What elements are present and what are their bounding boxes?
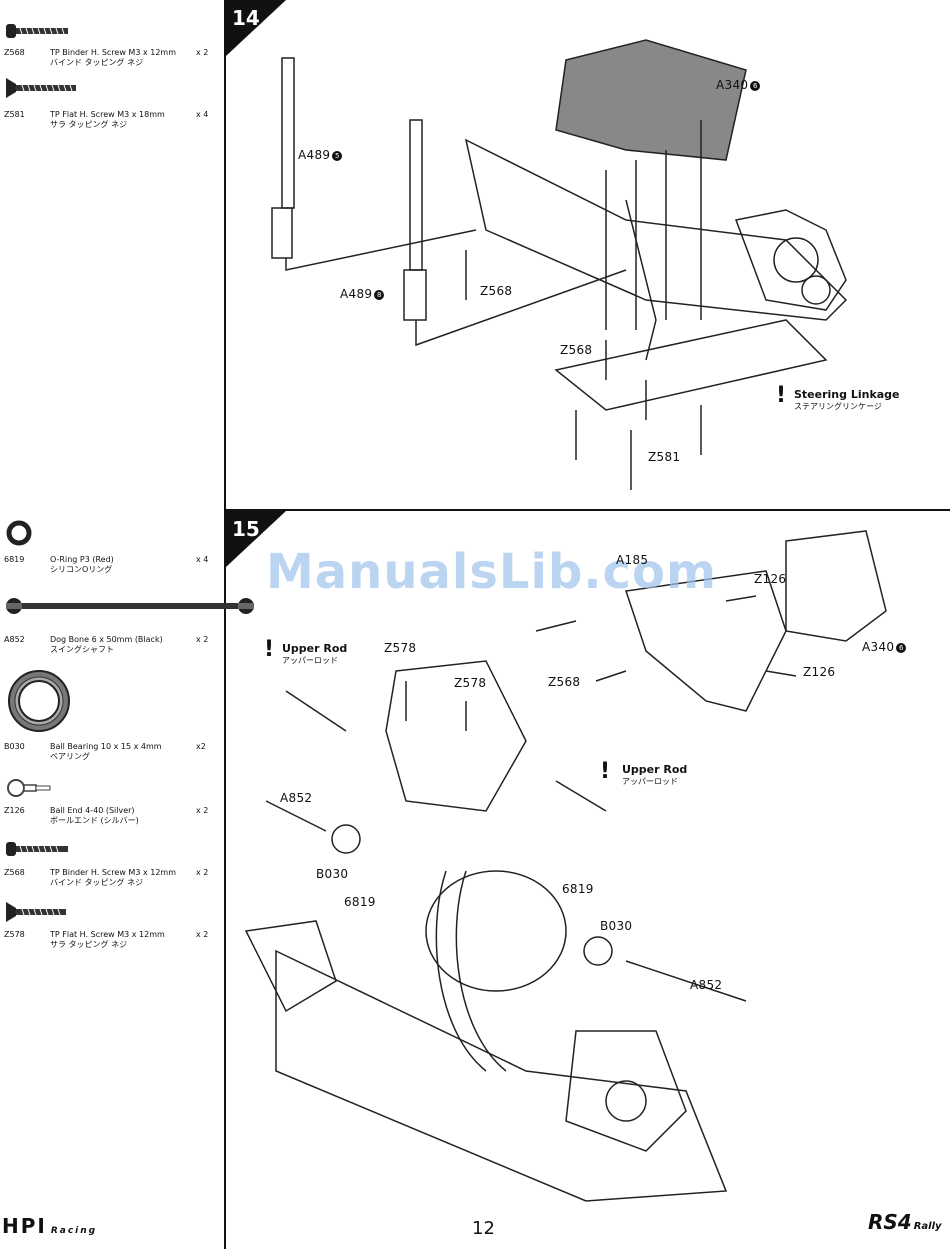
ball-bearing-icon	[8, 670, 70, 732]
part-code: Z568	[4, 868, 25, 877]
step15-assembly-diagram	[244, 530, 887, 1202]
step-divider-horizontal	[226, 509, 950, 511]
part-qty: x 2	[196, 635, 209, 644]
step-15-badge: 15	[226, 511, 286, 567]
part-qty: x 4	[196, 110, 209, 119]
label-6819-left: 6819	[344, 895, 376, 909]
label-z126-right: Z126	[803, 665, 836, 679]
part-code: Z568	[4, 48, 25, 57]
o-ring-icon	[6, 520, 32, 546]
step-15-number: 15	[232, 517, 260, 541]
screw-binder-icon	[6, 842, 68, 856]
label-z126-top: Z126	[754, 572, 787, 586]
part-qty: x 4	[196, 555, 209, 564]
step-14-number: 14	[232, 6, 260, 30]
screw-flat-icon	[6, 78, 76, 98]
part-name: Dog Bone 6 x 50mm (Black)スイングシャフト	[50, 635, 163, 654]
part-code: Z126	[4, 806, 25, 815]
part-qty: x 2	[196, 868, 209, 877]
page-number: 12	[472, 1218, 495, 1239]
part-name: O-Ring P3 (Red)シリコンOリング	[50, 555, 114, 574]
ball-end-icon	[7, 779, 51, 797]
label-a185: A185	[616, 553, 649, 567]
label-6819-right: 6819	[562, 882, 594, 896]
label-z578-b: Z578	[454, 676, 487, 690]
screw-binder-icon	[6, 24, 68, 38]
label-z581: Z581	[648, 450, 681, 464]
page-divider-vertical	[224, 0, 226, 1249]
part-code: Z578	[4, 930, 25, 939]
label-z568-a: Z568	[480, 284, 513, 298]
label-b030-right: B030	[600, 919, 633, 933]
warning-icon: !	[600, 759, 611, 784]
warning-icon: !	[264, 637, 275, 662]
step-14-badge: 14	[226, 0, 286, 56]
label-b030-left: B030	[316, 867, 349, 881]
label-a852-left: A852	[280, 791, 313, 805]
label-z568-b: Z568	[560, 343, 593, 357]
part-code: 6819	[4, 555, 25, 564]
label-z578-a: Z578	[384, 641, 417, 655]
screw-flat-icon	[6, 902, 66, 922]
part-code: A852	[4, 635, 25, 644]
step14-assembly-diagram	[271, 39, 848, 490]
label-z568: Z568	[548, 675, 581, 689]
warning-icon: !	[776, 383, 787, 408]
part-name: Ball End 4-40 (Silver)ボールエンド (シルバー)	[50, 806, 139, 825]
part-qty: x 2	[196, 930, 209, 939]
part-qty: x2	[196, 742, 206, 751]
watermark: ManualsLib.com	[266, 544, 717, 600]
part-code: Z581	[4, 110, 25, 119]
dog-bone-icon	[6, 598, 254, 614]
part-qty: x 2	[196, 48, 209, 57]
part-code: B030	[4, 742, 25, 751]
label-a852-right: A852	[690, 978, 723, 992]
part-qty: x 2	[196, 806, 209, 815]
